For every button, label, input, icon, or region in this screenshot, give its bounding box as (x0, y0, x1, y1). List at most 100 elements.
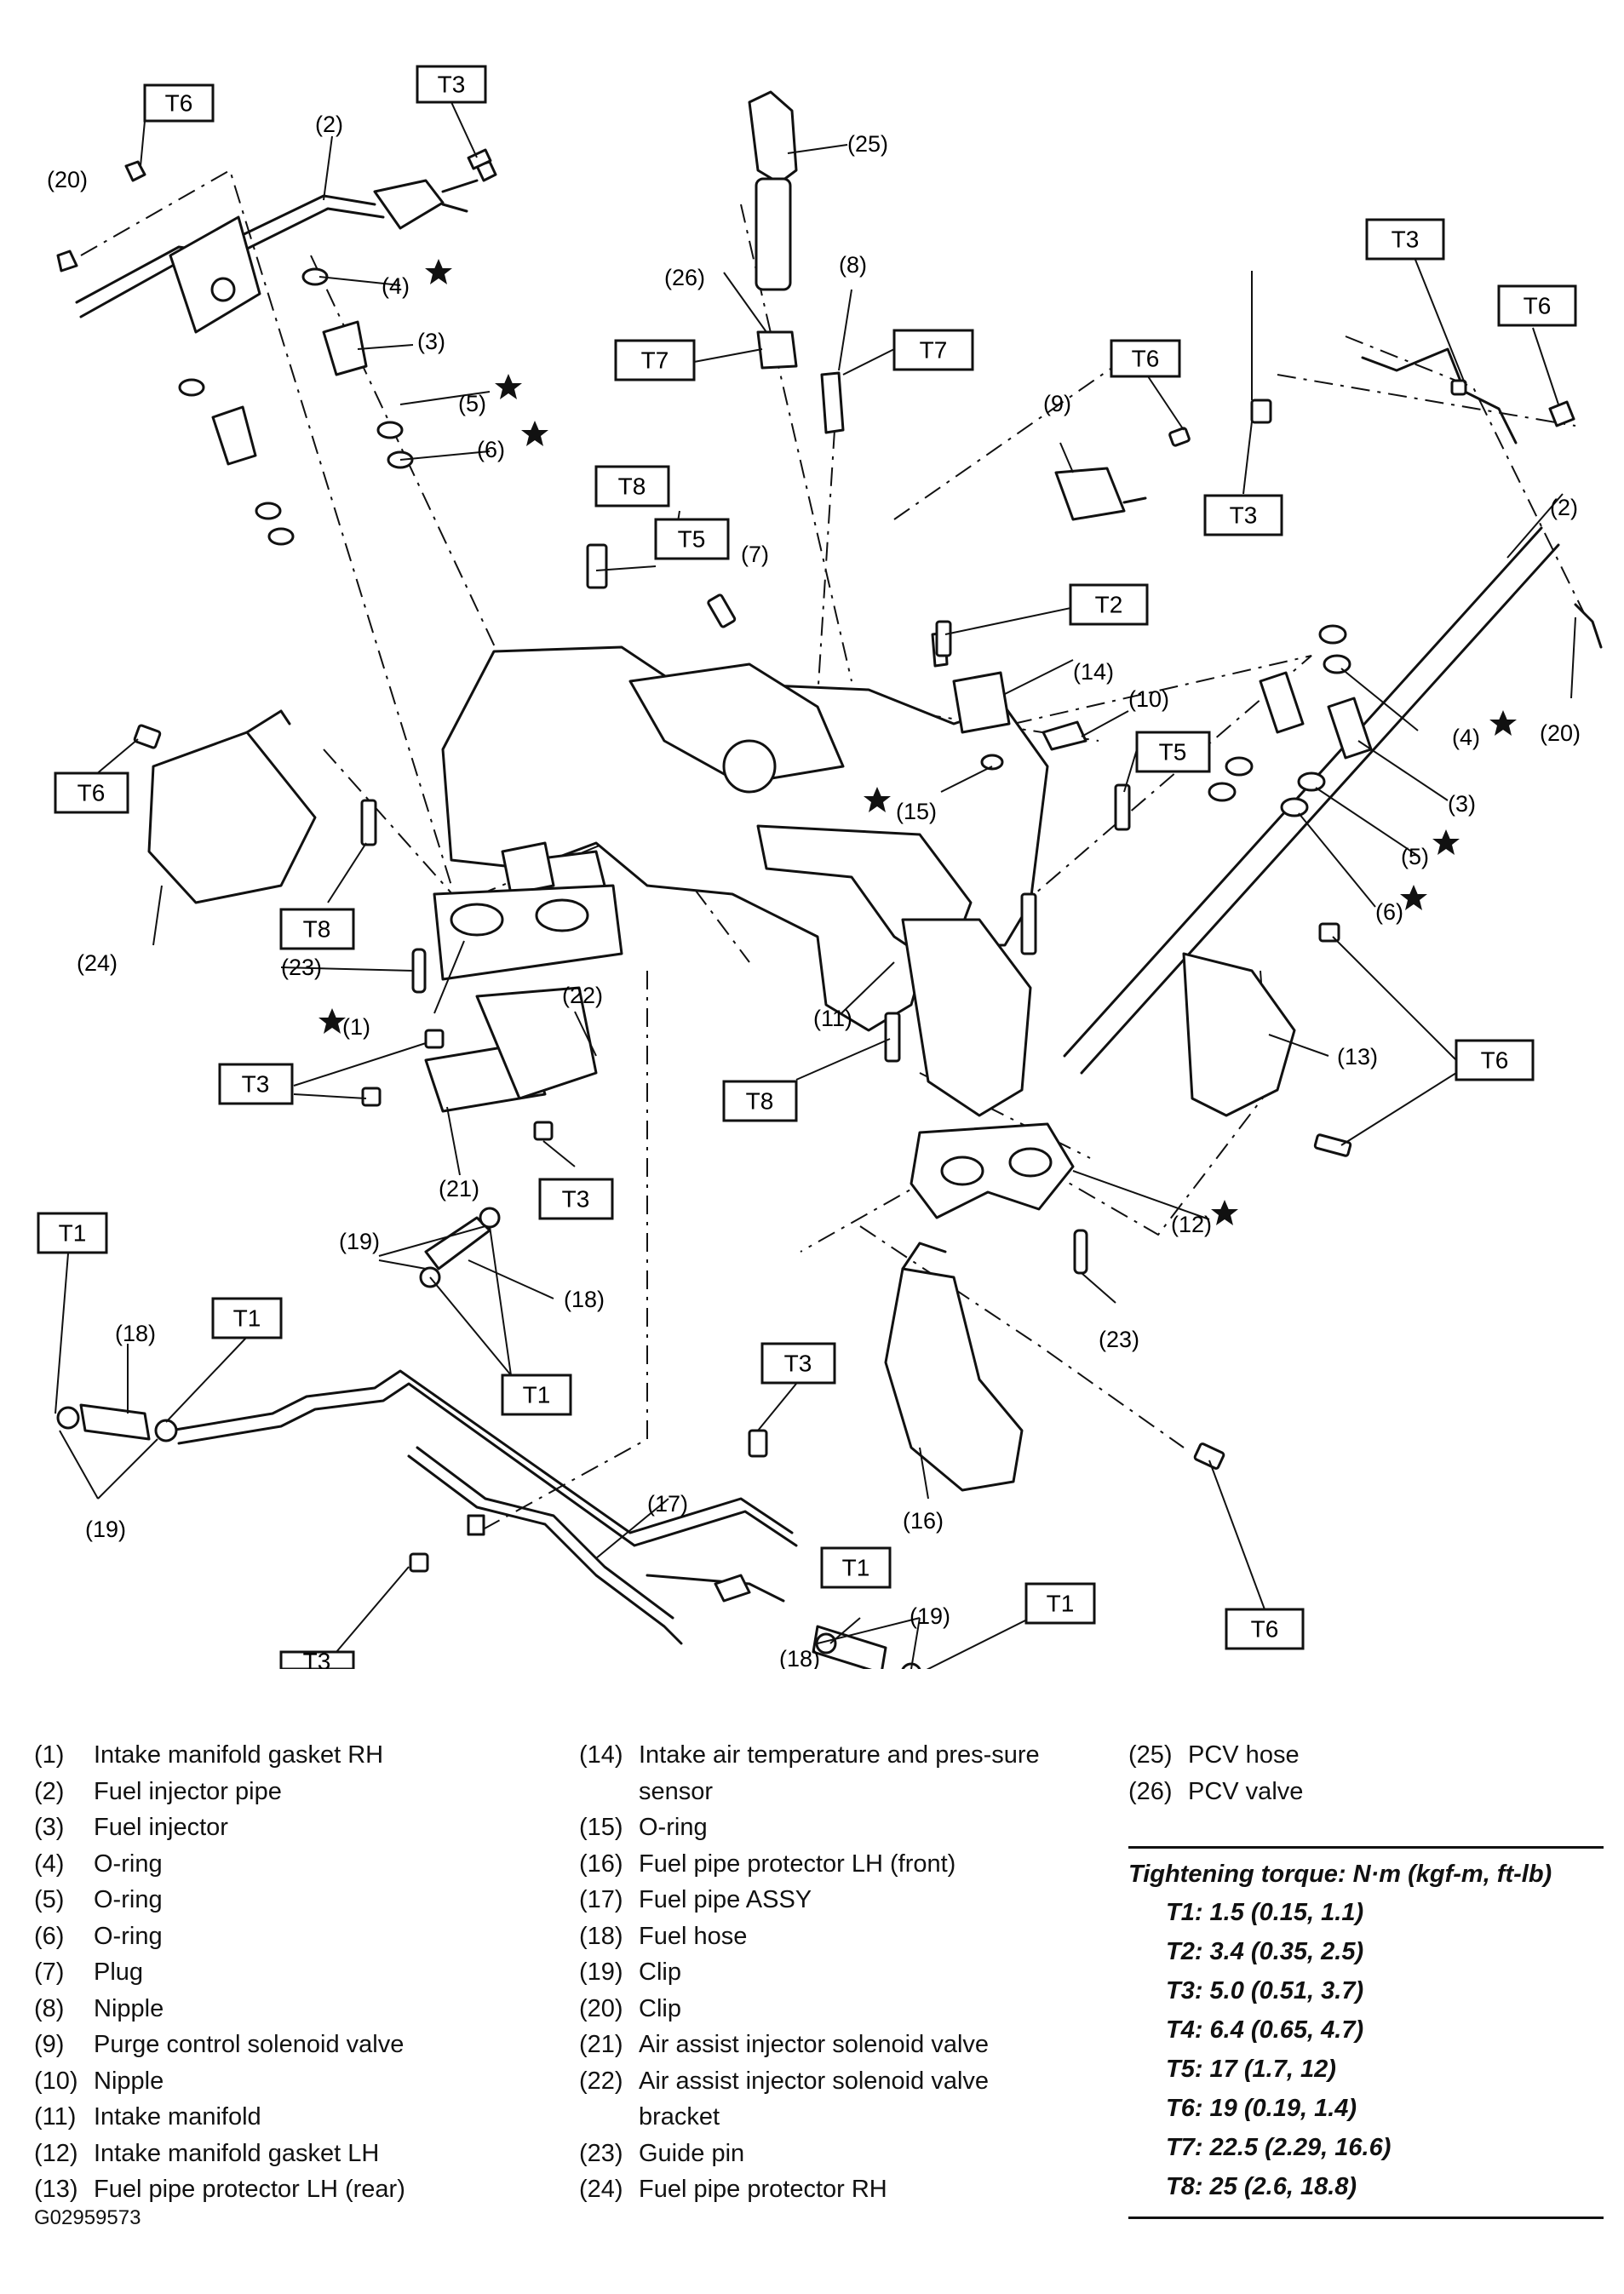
callout-label: (23) (1099, 1327, 1139, 1352)
callout-label: (19) (85, 1517, 126, 1542)
callout-label: (2) (315, 112, 343, 137)
svg-text:T6: T6 (1251, 1616, 1279, 1643)
callout-label: (19) (339, 1229, 380, 1254)
legend-item: (1)Intake manifold gasket RH (34, 1741, 384, 1769)
svg-text:T1: T1 (523, 1382, 551, 1408)
callout-label: (4) (382, 273, 410, 299)
callout-label: (10) (1128, 686, 1169, 712)
legend-item: (25)PCV hose (1128, 1741, 1300, 1769)
callout-label: (5) (1401, 844, 1429, 869)
legend-item: (16)Fuel pipe protector LH (front) (579, 1850, 956, 1878)
leader-lines (55, 101, 1576, 1669)
legend-item: (23)Guide pin (579, 2139, 745, 2167)
legend-column-3: (25)PCV hose (26)PCV valve (1128, 1737, 1605, 1809)
legend-item: (18)Fuel hose (579, 1922, 748, 1950)
callout-label: (1) (342, 1014, 370, 1040)
torque-box: T8 (279, 908, 355, 950)
svg-text:T8: T8 (746, 1088, 774, 1115)
legend-item: (5)O-ring (34, 1886, 163, 1913)
legend-item: (20)Clip (579, 1994, 681, 2022)
svg-text:T1: T1 (1047, 1591, 1075, 1617)
part-drawings (56, 90, 1603, 1669)
torque-box: T5 (1135, 731, 1211, 773)
legend-item: (6)O-ring (34, 1922, 163, 1950)
svg-text:T3: T3 (784, 1351, 812, 1377)
star-icon (425, 259, 452, 284)
legend-item: (26)PCV valve (1128, 1777, 1304, 1805)
svg-text:T8: T8 (303, 916, 331, 943)
parts-legend: (1)Intake manifold gasket RH (2)Fuel inj… (0, 1686, 1624, 2294)
legend-item: (19)Clip (579, 1959, 681, 1986)
callout-label: (12) (1171, 1212, 1212, 1237)
torque-box: T7 (614, 339, 696, 381)
exploded-parts-diagram: T6 T3 T7 T7 T6 T3 T6 T3 T8 T5 T2 T5 T6 T… (37, 65, 1603, 1669)
star-icon (1400, 885, 1427, 910)
callout-label: (20) (1540, 720, 1581, 746)
callout-label: (26) (664, 265, 705, 290)
legend-item: (24)Fuel pipe protector RH (579, 2176, 887, 2203)
torque-row: T3: 5.0 (0.51, 3.7) (1166, 1977, 1364, 2004)
callout-label: (5) (458, 391, 486, 416)
torque-box: T1 (1024, 1582, 1096, 1625)
svg-text:T7: T7 (641, 347, 669, 374)
callout-label: (4) (1452, 725, 1480, 750)
legend-item: (4)O-ring (34, 1850, 163, 1878)
legend-item: (13)Fuel pipe protector LH (rear) (34, 2176, 405, 2203)
part-callouts: (20) (2) (4) (3) (5) (6) (25) (26) (8) (… (47, 112, 1581, 1669)
figure-id: G02959573 (34, 2206, 141, 2229)
callout-label: (16) (903, 1508, 944, 1534)
legend-item: (22)Air assist injector solenoid valve b… (579, 2067, 990, 2131)
svg-text:T1: T1 (233, 1305, 261, 1332)
callout-label: (9) (1043, 391, 1071, 416)
callout-label: (6) (477, 437, 505, 462)
callout-label: (17) (647, 1491, 688, 1517)
star-icon (318, 1008, 346, 1034)
torque-spec-table: Tightening torque: N·m (kgf-m, ft-lb) T1… (1128, 1846, 1604, 2219)
replace-marks (318, 259, 1517, 1225)
callout-label: (7) (741, 542, 769, 567)
svg-text:T6: T6 (1524, 293, 1552, 319)
torque-box: T3 (218, 1063, 294, 1105)
legend-item: (10)Nipple (34, 2067, 164, 2095)
callout-label: (18) (564, 1287, 605, 1312)
svg-text:T1: T1 (59, 1220, 87, 1247)
legend-item: (9)Purge control solenoid valve (34, 2031, 405, 2058)
torque-box: T3 (279, 1649, 355, 1669)
svg-text:T8: T8 (618, 473, 646, 500)
svg-text:T1: T1 (842, 1555, 870, 1581)
legend-item: (8)Nipple (34, 1994, 164, 2022)
legend-item: (12)Intake manifold gasket LH (34, 2139, 380, 2167)
legend-item: (17)Fuel pipe ASSY (579, 1886, 812, 1913)
torque-box: T3 (416, 65, 487, 104)
torque-box: T3 (1203, 494, 1283, 536)
svg-text:T7: T7 (920, 337, 948, 364)
callout-label: (19) (910, 1603, 950, 1629)
fasteners (133, 148, 1467, 1573)
torque-table-heading: Tightening torque: N·m (kgf-m, ft-lb) (1128, 1861, 1552, 1888)
torque-row: T7: 22.5 (2.29, 16.6) (1166, 2134, 1392, 2161)
torque-row: T4: 6.4 (0.65, 4.7) (1166, 2016, 1364, 2044)
torque-box: T5 (654, 518, 730, 560)
svg-text:T5: T5 (678, 526, 706, 553)
callout-label: (2) (1550, 495, 1578, 520)
callout-label: (15) (896, 799, 937, 824)
callout-label: (6) (1375, 899, 1403, 925)
star-icon (521, 421, 548, 446)
svg-text:T3: T3 (438, 72, 466, 98)
legend-column-1: (1)Intake manifold gasket RH (2)Fuel inj… (34, 1737, 562, 2208)
torque-box: T6 (1497, 284, 1577, 327)
svg-text:T3: T3 (242, 1071, 270, 1098)
callout-label: (22) (562, 983, 603, 1008)
torque-box: T6 (1110, 339, 1181, 378)
star-icon (1211, 1200, 1238, 1225)
svg-text:T2: T2 (1095, 592, 1123, 618)
torque-box: T8 (722, 1080, 798, 1122)
legend-item: (7)Plug (34, 1959, 144, 1986)
torque-row: T8: 25 (2.6, 18.8) (1166, 2173, 1357, 2200)
svg-text:T6: T6 (1132, 346, 1160, 372)
torque-box: T8 (594, 465, 670, 508)
callout-label: (18) (115, 1321, 156, 1346)
torque-box: T3 (760, 1342, 836, 1385)
legend-item: (11)Intake manifold (34, 2103, 261, 2131)
legend-item: (3)Fuel injector (34, 1814, 228, 1841)
